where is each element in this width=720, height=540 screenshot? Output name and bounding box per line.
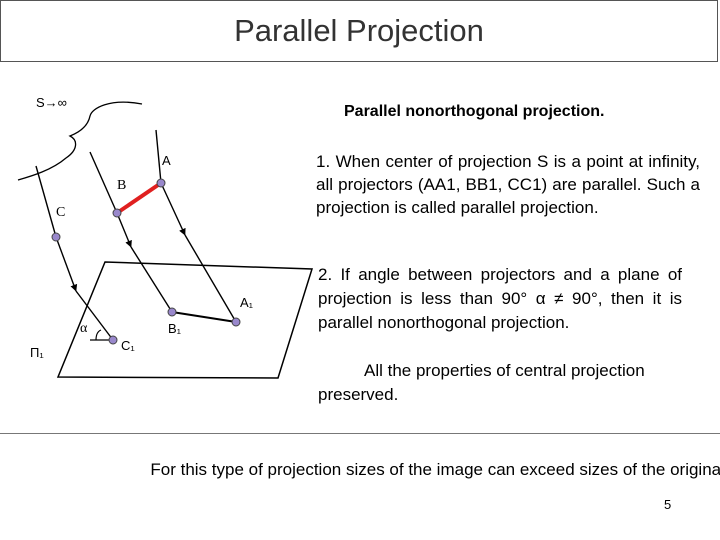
projector-a-lower [184,234,237,323]
label-a: A [162,153,171,168]
alpha-arc [95,329,102,341]
bottom-divider [0,433,720,434]
label-plane: Π₁ [30,345,44,360]
label-a1: A₁ [240,295,254,310]
projector-b-arrow [116,212,132,248]
projector-c-upper [35,165,57,238]
paragraph-3: All the properties of central projection… [318,361,645,404]
brace-shape [17,101,143,181]
point-c [51,232,61,242]
label-alpha: α [80,321,88,336]
label-b1: B₁ [168,321,182,336]
paragraph-1: 1. When center of projection S is a poin… [316,152,700,217]
point-c1 [108,335,118,345]
point-a [156,178,166,188]
subtitle: Parallel nonorthogonal projection. [344,103,605,120]
s-infinity-label: S→∞ [36,95,67,110]
label-b: B [117,178,126,193]
projector-a-arrow [160,182,186,236]
page-title: Parallel Projection [234,13,484,48]
projector-b-lower [130,246,173,313]
original-segment [115,181,163,215]
paragraph-2: 2. If angle between projectors and a pla… [318,265,682,332]
projector-c-arrow [55,236,78,292]
projection-plane [56,261,314,379]
page-number: 5 [664,497,672,512]
bottom-text: For this type of projection sizes of the… [150,460,720,479]
point-b1 [167,307,177,317]
label-c: C [56,205,65,220]
projected-segment [171,311,237,323]
title-box: Parallel Projection [0,0,718,62]
projector-a-upper [155,129,162,184]
label-c1: C₁ [121,338,135,353]
projector-b-upper [89,151,118,214]
point-b [112,208,122,218]
projector-c-lower [75,290,114,341]
point-a1 [231,317,241,327]
